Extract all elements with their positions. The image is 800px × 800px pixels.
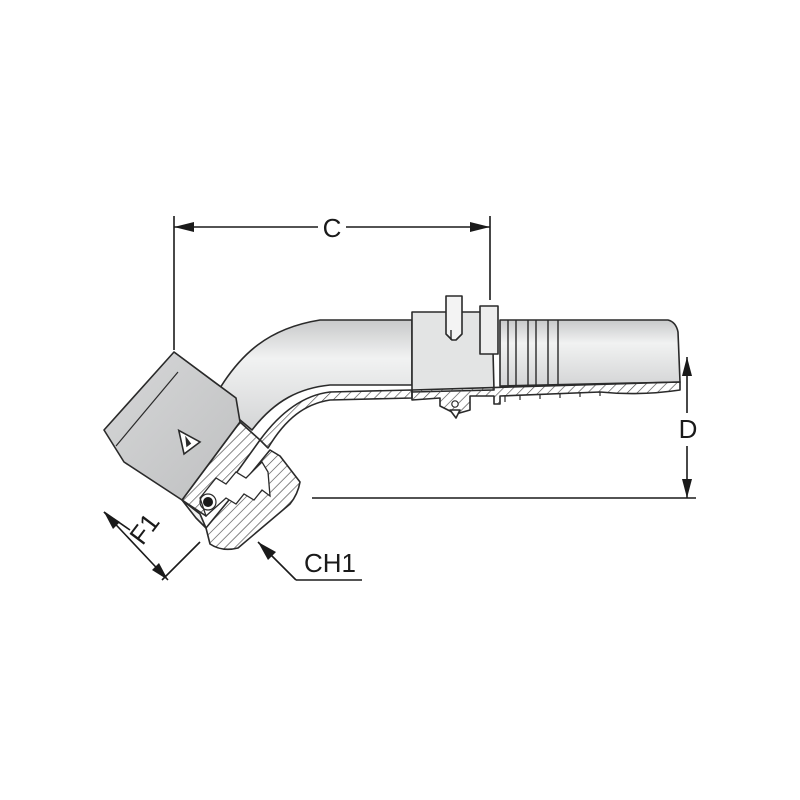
o-ring <box>203 497 213 507</box>
hose-nipple <box>499 319 681 387</box>
hex-nut-face <box>115 371 179 447</box>
nipple-ridges <box>504 392 601 402</box>
ferrule-ring <box>479 305 499 355</box>
dimension-c-arrow-left <box>174 222 194 232</box>
dimension-f1: F1 <box>103 508 201 581</box>
dimension-d: D <box>312 357 698 499</box>
hex-nut-chamfer <box>173 351 237 399</box>
bent-tube <box>213 319 413 431</box>
ferrule-groove <box>445 295 463 341</box>
dimension-ch1: CH1 <box>257 541 362 581</box>
nipple-barbs <box>507 320 559 386</box>
fitting-body <box>103 295 681 551</box>
dimension-f1-label: F1 <box>123 508 165 550</box>
brand-logo-icon <box>177 428 202 456</box>
ferrule-notch <box>449 409 461 419</box>
dimension-ch1-label: CH1 <box>304 548 356 578</box>
dimension-d-arrow-top <box>682 357 692 376</box>
ferrule-hole <box>451 400 459 408</box>
dimension-f1-arrow-bottom <box>152 563 168 580</box>
dimension-ch1-arrow <box>258 542 276 560</box>
dimension-d-arrow-bottom <box>682 479 692 498</box>
dimension-c-label: C <box>323 213 342 243</box>
dimension-f1-arrow-top <box>104 512 120 529</box>
dimension-c-arrow-right <box>470 222 490 232</box>
dimension-d-label: D <box>679 414 698 444</box>
dimension-f1-extension-right <box>161 541 201 581</box>
nut-thread <box>199 460 271 518</box>
sealing-face <box>181 499 207 529</box>
dimension-c: C <box>173 213 491 350</box>
